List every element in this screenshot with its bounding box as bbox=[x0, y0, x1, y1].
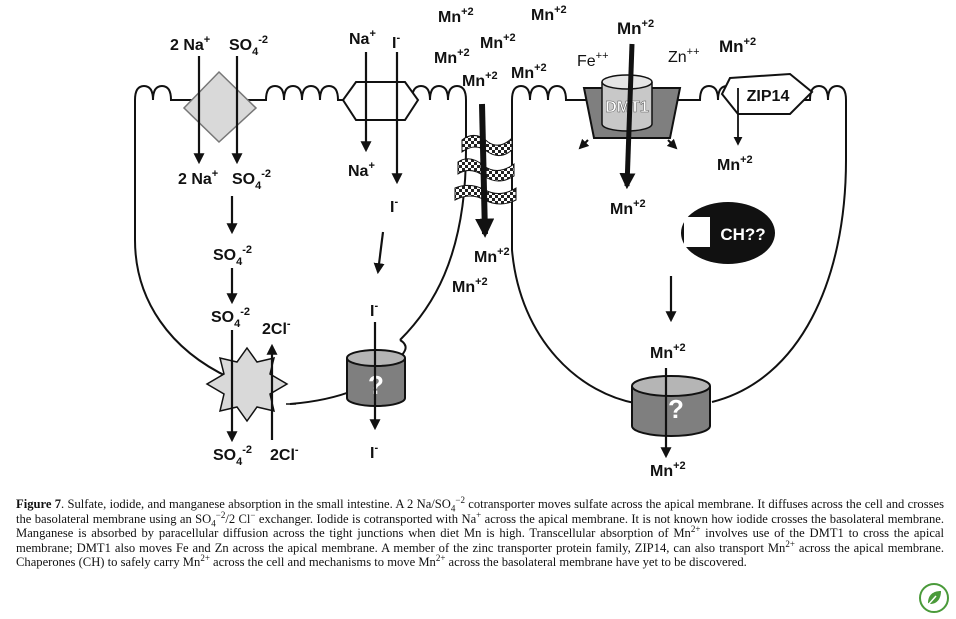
label-mn-lumen-3: Mn+2 bbox=[480, 32, 516, 52]
label-i-top: I- bbox=[392, 32, 400, 52]
left-cell-basolateral-lower bbox=[289, 389, 356, 405]
label-na-cell: Na+ bbox=[348, 160, 375, 180]
label-mn-paracellular-1: Mn+2 bbox=[474, 246, 510, 266]
label-mn-out: Mn+2 bbox=[650, 460, 686, 480]
label-mn-lumen-5: Mn+2 bbox=[511, 62, 547, 82]
absorption-diagram: ? DMT1 ZIP14 CH?? ? bbox=[134, 4, 847, 480]
label-mn-lumen-4: Mn+2 bbox=[434, 47, 470, 67]
label-mn-paracellular-2: Mn+2 bbox=[452, 276, 488, 296]
label-fe: Fe++ bbox=[577, 50, 609, 70]
arrow-mn-dmt1 bbox=[619, 43, 636, 190]
label-2na-cell: 2 Na+ bbox=[178, 168, 218, 188]
label-i-out: I- bbox=[370, 442, 378, 462]
channel-question-right: ? bbox=[668, 394, 684, 424]
label-so4-cell-2: SO4-2 bbox=[213, 244, 252, 268]
figure-caption: Figure 7. Sulfate, iodide, and manganese… bbox=[16, 494, 944, 570]
label-i-cell-2: I- bbox=[370, 300, 378, 320]
mn-basolateral-channel: ? bbox=[631, 375, 711, 437]
label-2cl-out: 2Cl- bbox=[270, 444, 299, 464]
chaperone-label: CH?? bbox=[720, 225, 765, 244]
zip14-transporter: ZIP14 bbox=[720, 72, 814, 115]
dmt1-transporter: DMT1 bbox=[578, 74, 682, 150]
zip14-label: ZIP14 bbox=[747, 88, 790, 105]
label-2cl-cell: 2Cl- bbox=[262, 318, 291, 338]
label-i-cell-1: I- bbox=[390, 196, 398, 216]
na-iodide-transporter bbox=[341, 81, 420, 121]
label-mn-dmt1-in: Mn+2 bbox=[610, 198, 646, 218]
left-cell-basolateral bbox=[134, 239, 231, 379]
label-mn-zip14-top: Mn+2 bbox=[719, 36, 756, 56]
right-cell-membrane bbox=[511, 84, 847, 405]
label-mn-lumen-6: Mn+2 bbox=[462, 70, 498, 90]
label-zn: Zn++ bbox=[668, 46, 700, 66]
label-mn-lumen-1: Mn+2 bbox=[438, 6, 474, 26]
label-so4-cell-1: SO4-2 bbox=[232, 168, 271, 192]
arrow-i-cell-1 bbox=[373, 231, 385, 275]
left-cell-membrane bbox=[134, 84, 467, 341]
label-mn-cell: Mn+2 bbox=[650, 342, 686, 362]
label-na-top: Na+ bbox=[349, 28, 376, 48]
label-mn-lumen-2: Mn+2 bbox=[531, 4, 567, 24]
label-so4-out: SO4-2 bbox=[213, 444, 252, 468]
arrow-mn-paracellular bbox=[475, 103, 495, 238]
leaf-badge-icon bbox=[919, 583, 949, 613]
label-so4-top: SO4-2 bbox=[229, 34, 268, 58]
so4-cl-exchanger bbox=[205, 346, 289, 423]
label-mn-dmt1-top: Mn+2 bbox=[617, 18, 654, 38]
figure-label: Figure 7 bbox=[16, 497, 62, 511]
label-2na-top: 2 Na+ bbox=[170, 34, 210, 54]
chaperone: CH?? bbox=[681, 202, 775, 264]
label-so4-cell-3: SO4-2 bbox=[211, 306, 250, 330]
dmt1-label: DMT1 bbox=[605, 99, 649, 116]
na-so4-cotransporter bbox=[182, 70, 258, 144]
label-mn-zip14-in: Mn+2 bbox=[717, 154, 753, 174]
